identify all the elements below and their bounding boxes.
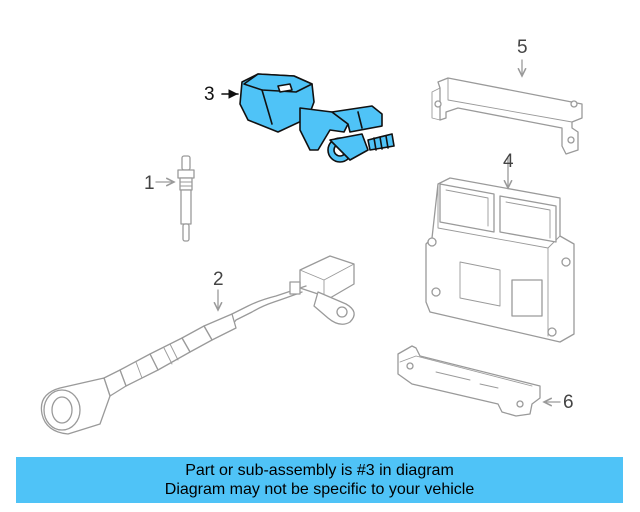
callout-2: 2: [213, 269, 224, 290]
parts-diagram: [40, 59, 583, 435]
callout-3: 3: [204, 84, 215, 105]
banner-line-disclaimer: Diagram may not be specific to your vehi…: [164, 481, 475, 498]
part-2-wiring-harness: [40, 255, 355, 435]
part-info-banner: Part or sub-assembly is #3 in diagram Di…: [16, 457, 623, 503]
banner-line-part-number: Part or sub-assembly is #3 in diagram: [185, 462, 454, 479]
callout-5: 5: [517, 37, 528, 58]
callout-4: 4: [503, 151, 514, 172]
callout-6: 6: [563, 392, 574, 413]
part-5-bracket: [431, 59, 583, 155]
callout-1: 1: [144, 173, 155, 194]
part-6-module-tray: [397, 345, 561, 417]
part-1-glow-plug: [155, 155, 195, 242]
part-3-position-sensor: [221, 73, 395, 163]
part-4-control-module: [425, 157, 575, 343]
